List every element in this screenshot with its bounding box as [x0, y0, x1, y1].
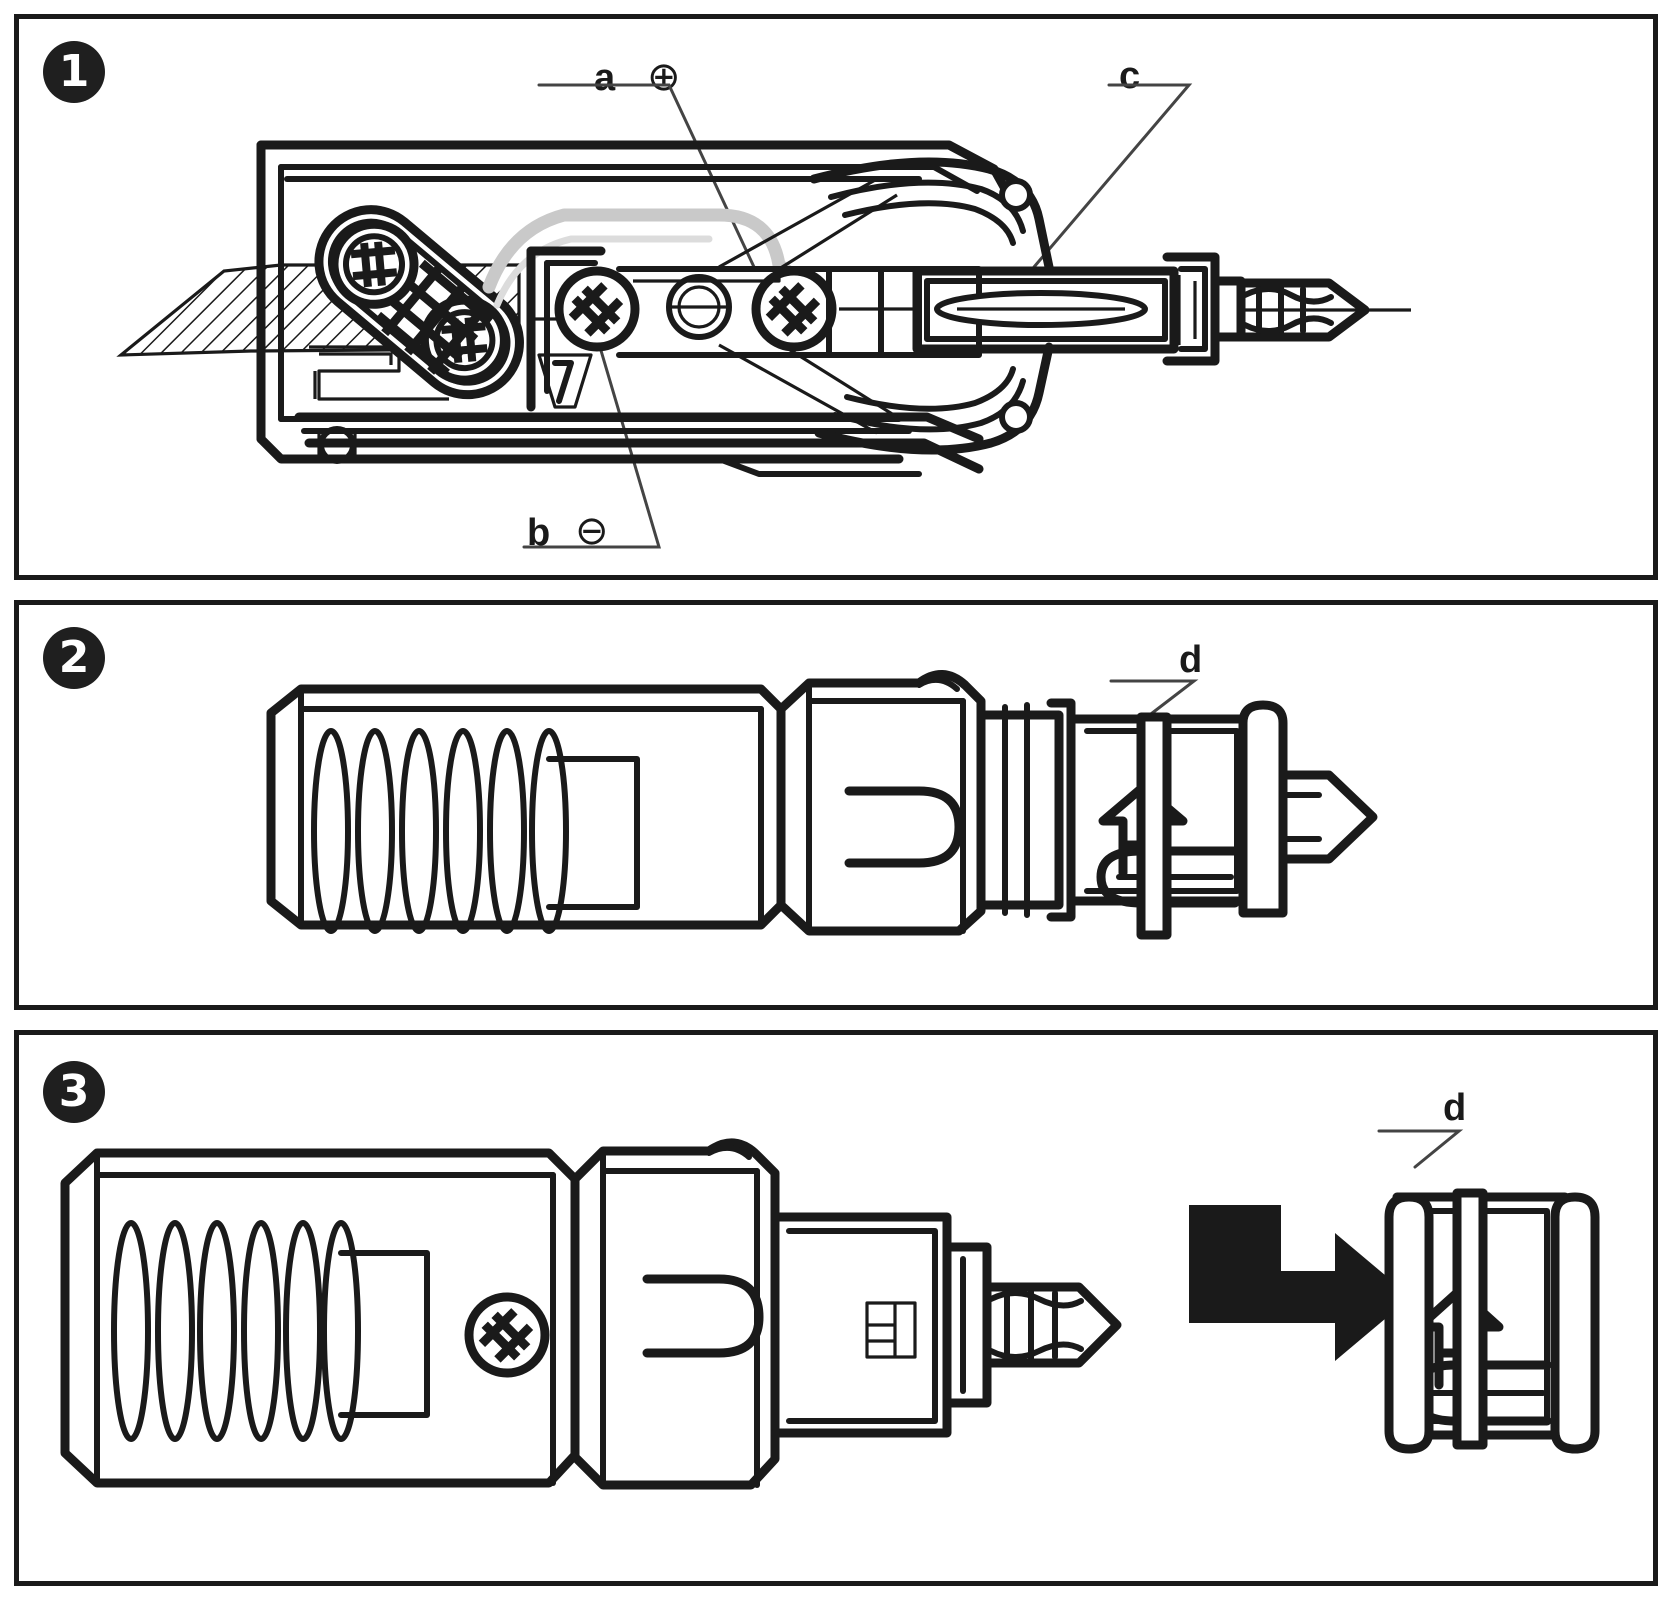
plug-nose: [1162, 252, 1411, 366]
cell-hatching: [375, 259, 494, 377]
leader-lines: [522, 83, 1193, 549]
fuse-barrel: [912, 266, 1197, 354]
cross-hatch-icon: [350, 241, 398, 288]
crosshatch-screw-3: [464, 1292, 550, 1378]
label-d-panel-3: d: [1443, 1087, 1467, 1129]
battery-terminal-left: [329, 219, 419, 309]
plug-tip-arrow: [1278, 770, 1378, 864]
panel-1-drawing: [116, 83, 1411, 549]
panel-1-number-badge: 1: [43, 41, 105, 103]
retaining-pin-d: [1136, 712, 1172, 940]
panel-2: 2 d: [14, 600, 1658, 1010]
spring-coils-3: [111, 1220, 361, 1442]
panel-3-number-badge: 3: [43, 1061, 105, 1123]
panel-2-drawing: [266, 670, 1378, 940]
collar-3: [770, 1212, 992, 1438]
tip-housing-detail: [1384, 1188, 1600, 1454]
panel-3: 3 d: [14, 1030, 1658, 1586]
label-d-panel-2: d: [1179, 639, 1203, 681]
circled-minus-icon: ⊖: [575, 508, 609, 554]
panel-1: 1 a ⊕ b ⊖ c: [14, 14, 1658, 580]
label-b: b: [527, 512, 551, 554]
step-arrow-icon: [1189, 1205, 1411, 1361]
collar-ring: [976, 698, 1076, 922]
flared-arms: [718, 157, 1054, 455]
circled-plus-icon: ⊕: [647, 54, 681, 100]
contact-screw-a: [751, 266, 837, 352]
center-eyelet: [666, 274, 732, 340]
battery-pack-diagonal: [314, 205, 524, 400]
spring-coils: [311, 728, 569, 934]
end-post: [1238, 700, 1288, 918]
mid-body-3: [570, 1138, 780, 1490]
spring-core-block-3: [338, 1250, 430, 1418]
label-a: a: [594, 57, 616, 99]
contact-screw-b: [554, 266, 640, 352]
panel-2-number-badge: 2: [43, 627, 105, 689]
threaded-pin-3: [982, 1282, 1122, 1368]
spring-core-block: [546, 756, 640, 910]
mid-body: [776, 670, 986, 936]
panel-3-drawing: [60, 1129, 1600, 1490]
